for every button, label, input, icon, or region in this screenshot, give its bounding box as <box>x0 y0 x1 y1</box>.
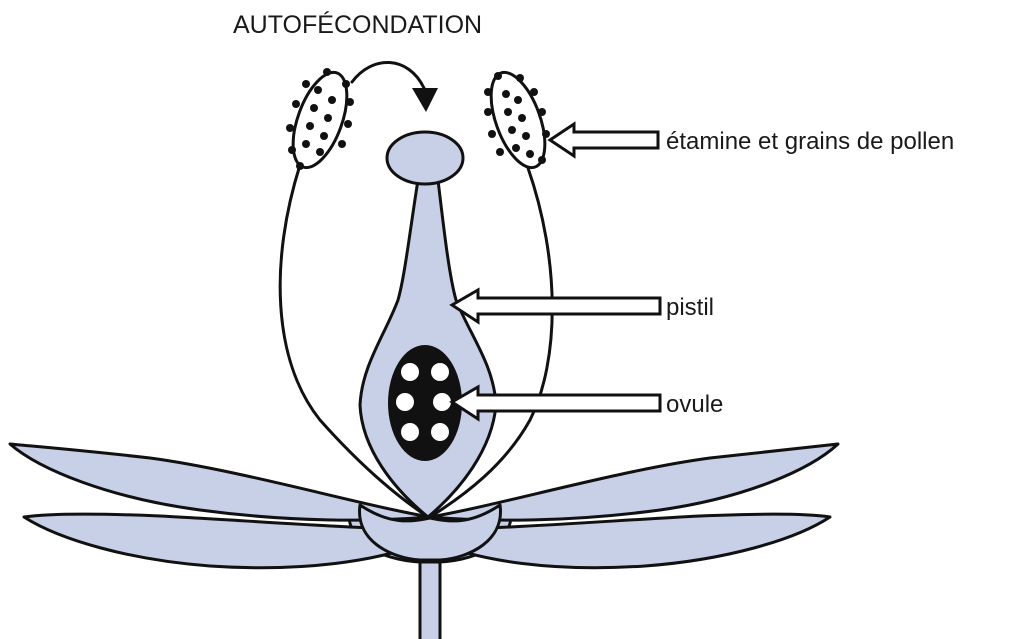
pollen-grain <box>288 146 296 154</box>
pollen-grain <box>342 80 350 88</box>
pollen-grain <box>512 144 520 152</box>
pollen-grain <box>344 120 352 128</box>
pollen-grain <box>542 130 550 138</box>
ovule-hole <box>431 363 449 381</box>
ovule-hole <box>433 393 451 411</box>
pollen-grain <box>346 98 354 106</box>
diagram-title: AUTOFÉCONDATION <box>233 10 482 39</box>
ovule-hole <box>401 423 419 441</box>
pollen-grain <box>496 148 504 156</box>
pollen-grain <box>518 114 526 122</box>
pollen-grain <box>514 96 522 104</box>
pollen-grain <box>484 108 492 116</box>
pollen-grain <box>324 114 332 122</box>
pollen-grain <box>494 72 502 80</box>
pollen-grain <box>316 148 324 156</box>
pollen-grain <box>488 130 496 138</box>
anther-right <box>480 65 556 174</box>
ovule-hole <box>396 393 414 411</box>
pollen-grain <box>323 68 331 76</box>
pollen-grain <box>502 90 510 98</box>
self-pollination-arrow <box>352 62 424 88</box>
pollen-grain <box>538 156 546 164</box>
pollen-grain <box>530 88 538 96</box>
pollen-grain <box>314 86 322 94</box>
pollen-grain <box>310 104 318 112</box>
pollen-grain <box>508 126 516 134</box>
pollen-grain <box>292 100 300 108</box>
pollen-grain <box>286 124 294 132</box>
stigma <box>387 132 463 184</box>
ovule-hole <box>401 363 419 381</box>
pollen-grain <box>526 150 534 158</box>
pollen-grain <box>504 108 512 116</box>
pollen-grain <box>302 140 310 148</box>
pollen-grain <box>320 132 328 140</box>
stamen-pointer-arrow <box>550 124 658 156</box>
pollen-grain <box>522 132 530 140</box>
pistil-pointer-arrow <box>452 290 660 322</box>
label-ovule: ovule <box>666 391 723 418</box>
stem <box>420 560 440 639</box>
pollen-grain <box>538 108 546 116</box>
label-stamen: étamine et grains de pollen <box>666 128 954 155</box>
pollen-grain <box>296 162 304 170</box>
pollen-grain <box>484 88 492 96</box>
pollen-grain <box>328 96 336 104</box>
pollen-grain <box>516 74 524 82</box>
anther-left <box>282 65 358 174</box>
pollen-grain <box>302 80 310 88</box>
self-pollination-arrowhead <box>412 88 438 112</box>
pollen-grain <box>306 122 314 130</box>
ovule-hole <box>431 423 449 441</box>
pollen-grain <box>338 140 346 148</box>
label-pistil: pistil <box>666 294 714 321</box>
